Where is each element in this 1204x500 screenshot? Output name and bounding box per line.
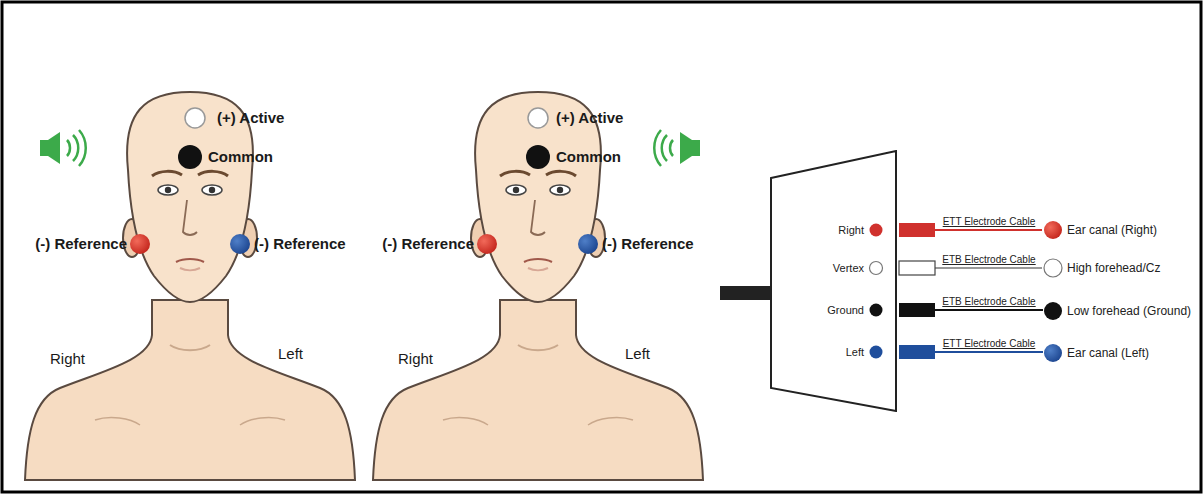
electrode-dot bbox=[1043, 220, 1063, 240]
side-label: Left bbox=[278, 345, 303, 363]
electrode-site: High forehead/Cz bbox=[1043, 258, 1163, 278]
port-label: Right bbox=[838, 223, 864, 237]
port-label: Ground bbox=[827, 303, 864, 317]
electrode-label: (-) Reference bbox=[35, 235, 127, 253]
port-dot bbox=[870, 346, 883, 359]
connector-outline bbox=[770, 150, 897, 412]
electrode-label: Common bbox=[208, 148, 273, 166]
port-dot bbox=[870, 304, 883, 317]
electrode-label: (-) Reference bbox=[254, 235, 346, 253]
site-label: Low forehead (Ground) bbox=[1067, 301, 1191, 321]
port-label: Vertex bbox=[833, 261, 864, 275]
port-label: Left bbox=[846, 345, 864, 359]
site-label: Ear canal (Left) bbox=[1067, 343, 1149, 363]
side-label: Right bbox=[398, 350, 433, 368]
port-dot bbox=[870, 224, 883, 237]
cable-label: ETB Electrode Cable bbox=[941, 296, 1036, 308]
electrode-site: Ear canal (Left) bbox=[1043, 343, 1152, 363]
port-dot bbox=[870, 262, 883, 275]
electrode-label: Common bbox=[556, 148, 621, 166]
electrode-label: (-) Reference bbox=[602, 235, 694, 253]
side-label: Left bbox=[625, 345, 650, 363]
cable-label: ETT Electrode Cable bbox=[942, 338, 1037, 350]
cable-label: ETB Electrode Cable bbox=[941, 254, 1036, 266]
site-label: High forehead/Cz bbox=[1067, 258, 1160, 278]
cable-label: ETT Electrode Cable bbox=[942, 216, 1037, 228]
electrode-label: (+) Active bbox=[556, 109, 623, 127]
electrode-dot bbox=[1043, 343, 1063, 363]
electrode-dot bbox=[1043, 301, 1063, 321]
electrode-dot bbox=[1043, 258, 1063, 278]
electrode-site: Ear canal (Right) bbox=[1043, 220, 1160, 240]
electrode-site: Low forehead (Ground) bbox=[1043, 301, 1194, 321]
site-label: Ear canal (Right) bbox=[1067, 220, 1157, 240]
side-label: Right bbox=[50, 350, 85, 368]
electrode-label: (+) Active bbox=[217, 109, 284, 127]
connector-box: RightVertexGroundLeft bbox=[770, 150, 897, 412]
electrode-label: (-) Reference bbox=[382, 235, 474, 253]
